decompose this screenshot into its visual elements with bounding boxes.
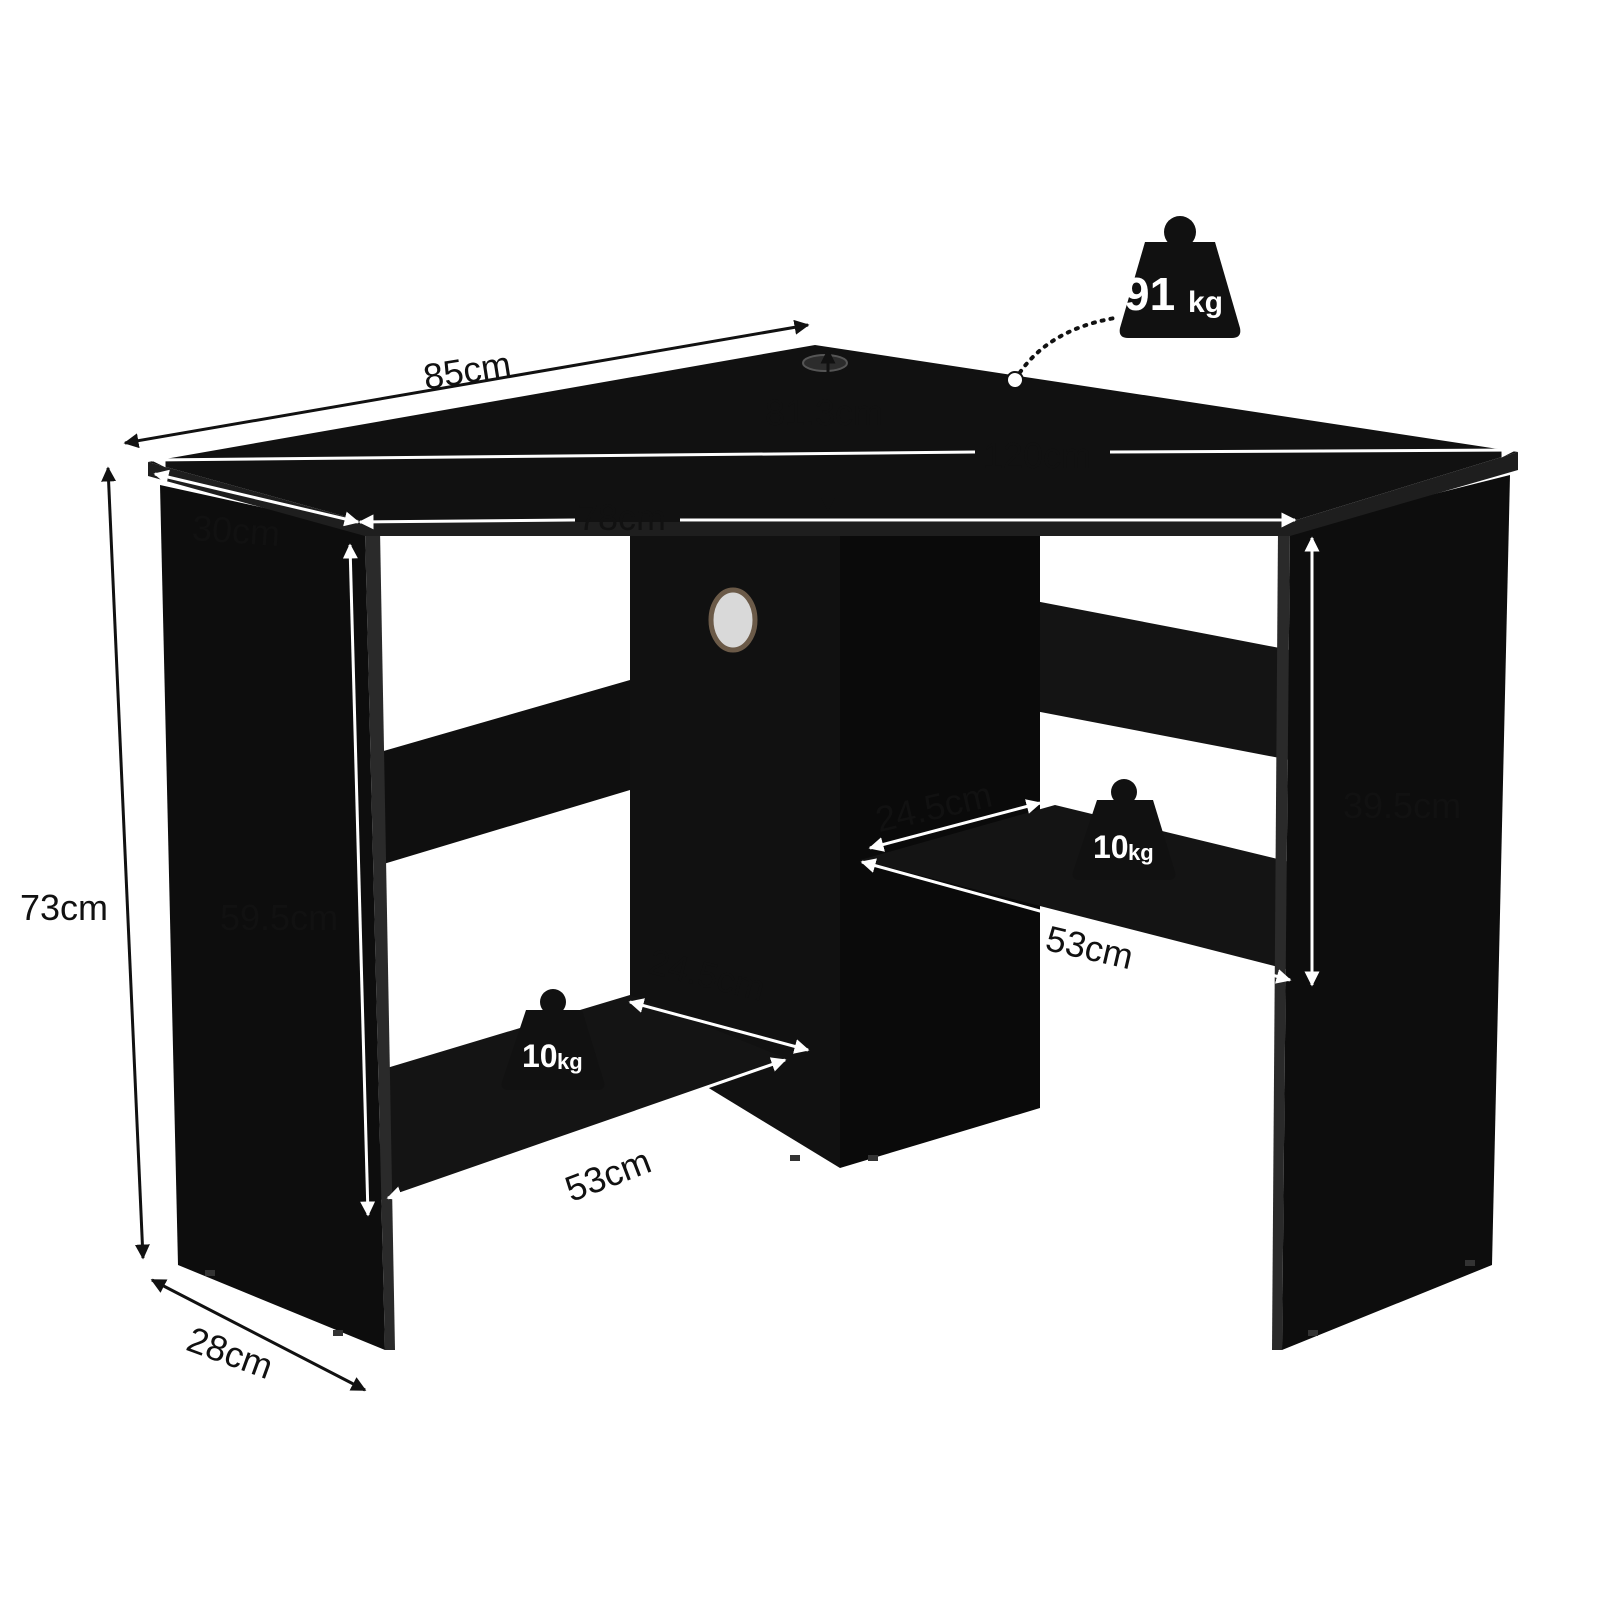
foot (333, 1330, 343, 1336)
weight-icon (1072, 800, 1176, 880)
weight-icon (1119, 242, 1241, 338)
weight-right-shelf-unit: kg (1128, 840, 1154, 865)
weight-left-shelf-value: 10 (522, 1038, 558, 1074)
dim-line-top-width-right (1109, 442, 1517, 458)
dim-line-leg-height (342, 543, 376, 1217)
weight-badge-left-shelf: 10 kg (501, 989, 605, 1090)
left-leg-panel (160, 485, 385, 1350)
desktop-surface (148, 345, 1518, 522)
dim-line-right-shelf-length (860, 858, 1292, 984)
dim-line-top-depth (123, 319, 810, 449)
foot (205, 1270, 215, 1276)
dim-line-side-depth (153, 469, 360, 527)
dim-line-foot-depth (150, 1278, 367, 1392)
dim-line-right-shelf-depth (868, 799, 1042, 852)
label-side-depth: 30cm (191, 507, 282, 554)
weight-total-unit: kg (1188, 286, 1223, 319)
weight-callout-dot (1006, 371, 1024, 389)
weight-callout-dots (1013, 316, 1117, 382)
dim-line-inner-width-left (358, 514, 576, 530)
weight-icon-handle (1164, 216, 1196, 248)
grommet (802, 354, 848, 372)
label-grommet-height: 81.3cm (765, 392, 883, 433)
weight-icon (501, 1010, 605, 1090)
foot (868, 1155, 878, 1161)
weight-left-shelf-unit: kg (557, 1049, 583, 1074)
foot (790, 1155, 800, 1161)
weight-total-value: 91 (1124, 268, 1175, 320)
weight-badge-total: 91 kg (1119, 216, 1241, 338)
label-top-width: 120cm (983, 435, 1091, 476)
label-total-height: 73cm (20, 887, 108, 928)
right-back-rail (1030, 600, 1290, 760)
label-inner-width: 78cm (578, 497, 666, 538)
dim-line-total-height (101, 466, 150, 1260)
dim-line-left-shelf-length (386, 1057, 787, 1201)
foot (1465, 1260, 1475, 1266)
weight-right-shelf-value: 10 (1093, 829, 1129, 865)
weight-badge-right-shelf: 10 kg (1072, 779, 1176, 880)
cable-hole (708, 587, 758, 653)
dimension-lines (101, 316, 1517, 1392)
label-left-shelf-length: 53cm (559, 1140, 656, 1210)
dim-line-top-width-left (150, 450, 976, 468)
label-right-height: 39.5cm (1343, 785, 1461, 826)
label-top-depth: 85cm (420, 343, 513, 397)
label-leg-height: 59.5cm (220, 897, 338, 938)
label-foot-depth: 28cm (182, 1318, 279, 1387)
right-leg-panel (1282, 475, 1510, 1350)
left-back-rail (380, 680, 630, 865)
dim-line-left-shelf-depth (628, 998, 810, 1054)
foot (1308, 1330, 1318, 1336)
weight-icon-handle (540, 989, 566, 1015)
weight-icon-handle (1111, 779, 1137, 805)
